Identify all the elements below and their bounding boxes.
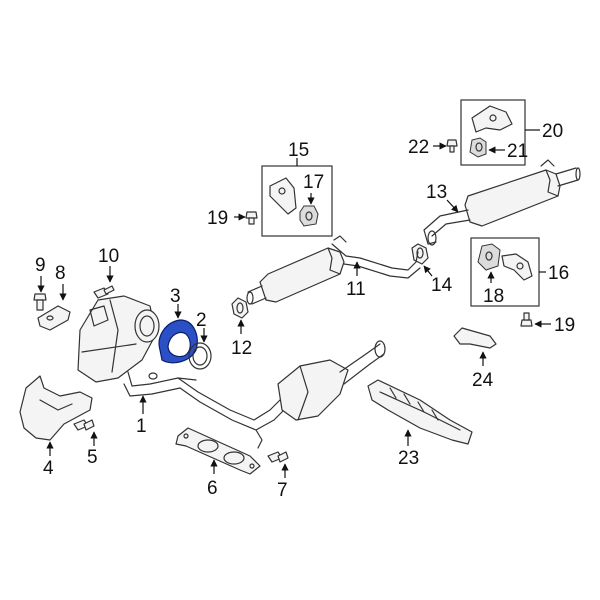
callout-15[interactable]: 15: [288, 140, 309, 161]
hanger-assembly-15: 15 17: [261, 140, 333, 237]
catalytic-converter-1: 1: [77, 295, 386, 449]
callout-5[interactable]: 5: [87, 447, 98, 468]
callout-10[interactable]: 10: [98, 246, 119, 267]
hanger-bracket-15: [269, 177, 297, 215]
callout-20[interactable]: 20: [542, 121, 563, 142]
callout-8[interactable]: 8: [55, 263, 66, 284]
heat-shield-23: 23: [367, 379, 473, 469]
callout-4[interactable]: 4: [43, 458, 54, 479]
gasket-2: 2: [188, 310, 212, 370]
callout-11[interactable]: 11: [346, 279, 366, 300]
bolt-5: 5: [73, 419, 98, 468]
hanger-assembly-20: 20: [460, 99, 563, 166]
bolt-7: 7: [267, 451, 289, 501]
callout-2[interactable]: 2: [196, 310, 207, 331]
callout-19-upper[interactable]: 19: [207, 208, 228, 229]
bracket-8: 8: [37, 263, 71, 331]
callout-3[interactable]: 3: [170, 286, 181, 307]
rear-muffler-13: 13: [423, 159, 581, 246]
callout-9[interactable]: 9: [35, 255, 46, 276]
callout-16[interactable]: 16: [548, 263, 569, 284]
box-20: [460, 99, 526, 166]
bolt-19a: 19: [207, 208, 258, 229]
heat-shield-4: 4: [19, 375, 93, 479]
insulator-21: 21: [469, 137, 528, 162]
bolt-10: 10: [93, 246, 119, 299]
bolt-9: 9: [33, 255, 47, 311]
callout-23[interactable]: 23: [398, 448, 419, 469]
gasket-6: 6: [175, 427, 261, 499]
callout-18[interactable]: 18: [483, 286, 504, 307]
callout-24[interactable]: 24: [472, 370, 494, 391]
resonator-body: [259, 247, 345, 303]
rubber-insulator-21: [469, 137, 487, 158]
callout-14[interactable]: 14: [431, 275, 453, 296]
callout-19-lower[interactable]: 19: [554, 315, 575, 336]
converter-inlet: [134, 309, 160, 343]
bolt-22: 22: [408, 137, 458, 158]
rubber-insulator-18: [477, 243, 501, 271]
hanger-assembly-16: 16 18: [470, 237, 569, 307]
clamp-12: 12: [231, 297, 252, 359]
hanger-bracket-20: [471, 105, 513, 133]
clamp-3: 3: [158, 286, 198, 364]
callout-17[interactable]: 17: [303, 172, 324, 193]
intermediate-pipe-11: 11: [246, 235, 421, 305]
v-band-clamp-highlighted: [158, 319, 198, 364]
callout-21[interactable]: 21: [507, 141, 528, 162]
callout-7[interactable]: 7: [277, 480, 288, 501]
muffler-body: [464, 169, 561, 227]
callout-6[interactable]: 6: [207, 478, 218, 499]
bolt-19b: 19: [520, 312, 575, 336]
rubber-insulator-17: [299, 205, 319, 227]
callout-22[interactable]: 22: [408, 137, 429, 158]
callout-1[interactable]: 1: [136, 416, 147, 437]
callout-13[interactable]: 13: [426, 182, 447, 203]
downstream-catalyst: [277, 359, 349, 421]
callout-12[interactable]: 12: [231, 338, 252, 359]
bracket-24: 24: [453, 327, 497, 391]
